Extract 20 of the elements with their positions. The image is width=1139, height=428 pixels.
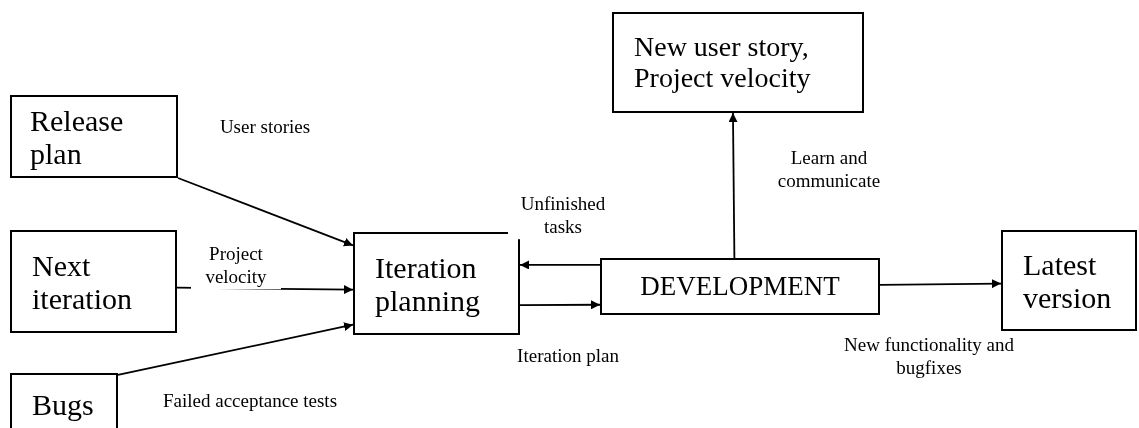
box-label: Release plan xyxy=(30,103,125,170)
arrow xyxy=(177,177,354,247)
process-box xyxy=(10,95,178,178)
arrow xyxy=(117,322,354,376)
box-label: New user story, Project velocity xyxy=(634,31,812,94)
box-label: DEVELOPMENT xyxy=(640,271,840,302)
arrow xyxy=(879,279,1002,289)
process-box xyxy=(1001,230,1137,331)
process-box xyxy=(353,232,520,335)
process-box xyxy=(600,258,880,315)
box-label: Bugs xyxy=(32,387,94,421)
box-label: Iteration planning xyxy=(375,250,481,317)
process-box xyxy=(10,373,118,428)
arrow xyxy=(519,260,601,270)
arrow xyxy=(519,300,601,310)
box-label: Latest version xyxy=(1023,247,1113,314)
box-label: Next iteration xyxy=(32,248,133,315)
arrow xyxy=(728,112,738,259)
process-box xyxy=(612,12,864,113)
process-box xyxy=(10,230,177,333)
